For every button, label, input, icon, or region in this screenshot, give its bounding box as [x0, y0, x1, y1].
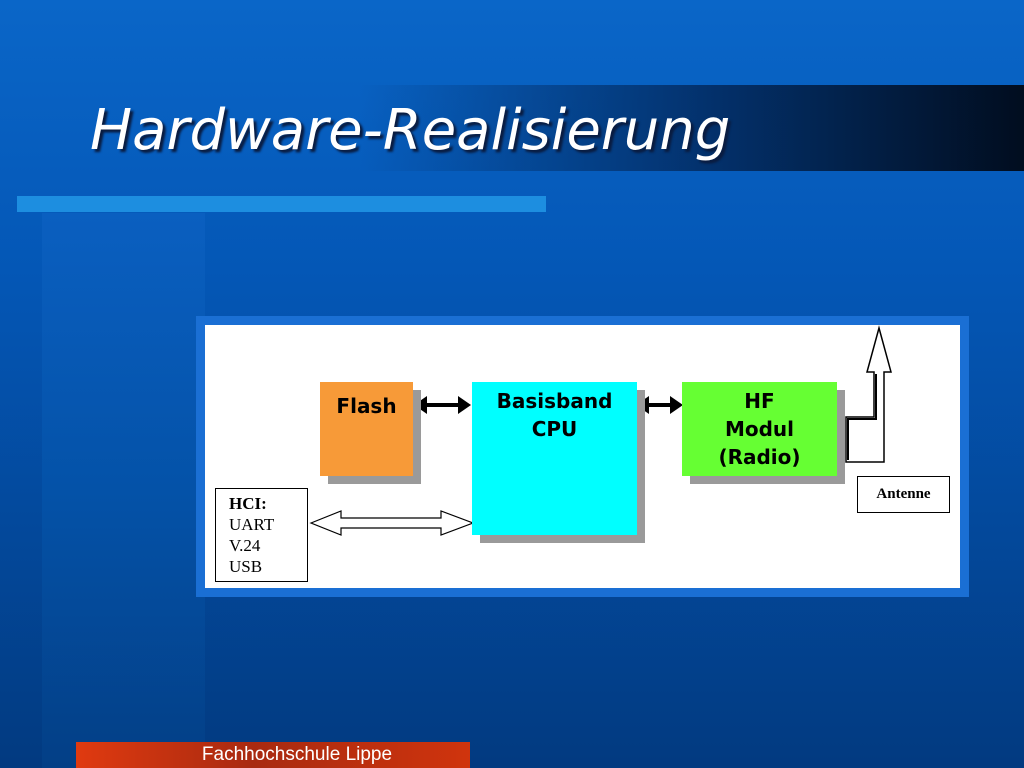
hci-title: HCI: — [229, 494, 267, 513]
hci-item-uart: UART — [229, 515, 275, 534]
cpu-block: Basisband CPU — [472, 382, 637, 535]
title-underline — [17, 196, 546, 212]
antenna-arrow — [845, 325, 892, 463]
slide-title: Hardware-Realisierung — [90, 98, 731, 163]
cpu-hf-arrow — [636, 396, 683, 414]
hci-box: HCI: UART V.24 USB — [215, 488, 308, 582]
title-bar — [0, 85, 1024, 171]
left-decor-band — [42, 213, 205, 768]
flash-block: Flash — [320, 382, 413, 476]
hf-label-line3: (Radio) — [718, 445, 801, 469]
cpu-label-line2: CPU — [531, 417, 578, 441]
hci-item-usb: USB — [229, 557, 263, 576]
footer-bar: Fachhochschule Lippe — [76, 742, 470, 768]
hf-module-block: HF Modul (Radio) — [682, 382, 837, 476]
hci-item-v24: V.24 — [229, 536, 261, 555]
block-diagram: Flash Basisband CPU HF Modul (Radio) HCI… — [205, 325, 960, 588]
hci-cpu-arrow — [309, 510, 475, 536]
flash-cpu-arrow — [414, 396, 471, 414]
antenne-label: Antenne — [857, 476, 950, 513]
hf-label-line1: HF — [744, 389, 775, 413]
footer-text: Fachhochschule Lippe — [201, 744, 393, 765]
flash-label: Flash — [336, 394, 397, 418]
cpu-label-line1: Basisband — [496, 389, 613, 413]
hf-label-line2: Modul — [724, 417, 795, 441]
